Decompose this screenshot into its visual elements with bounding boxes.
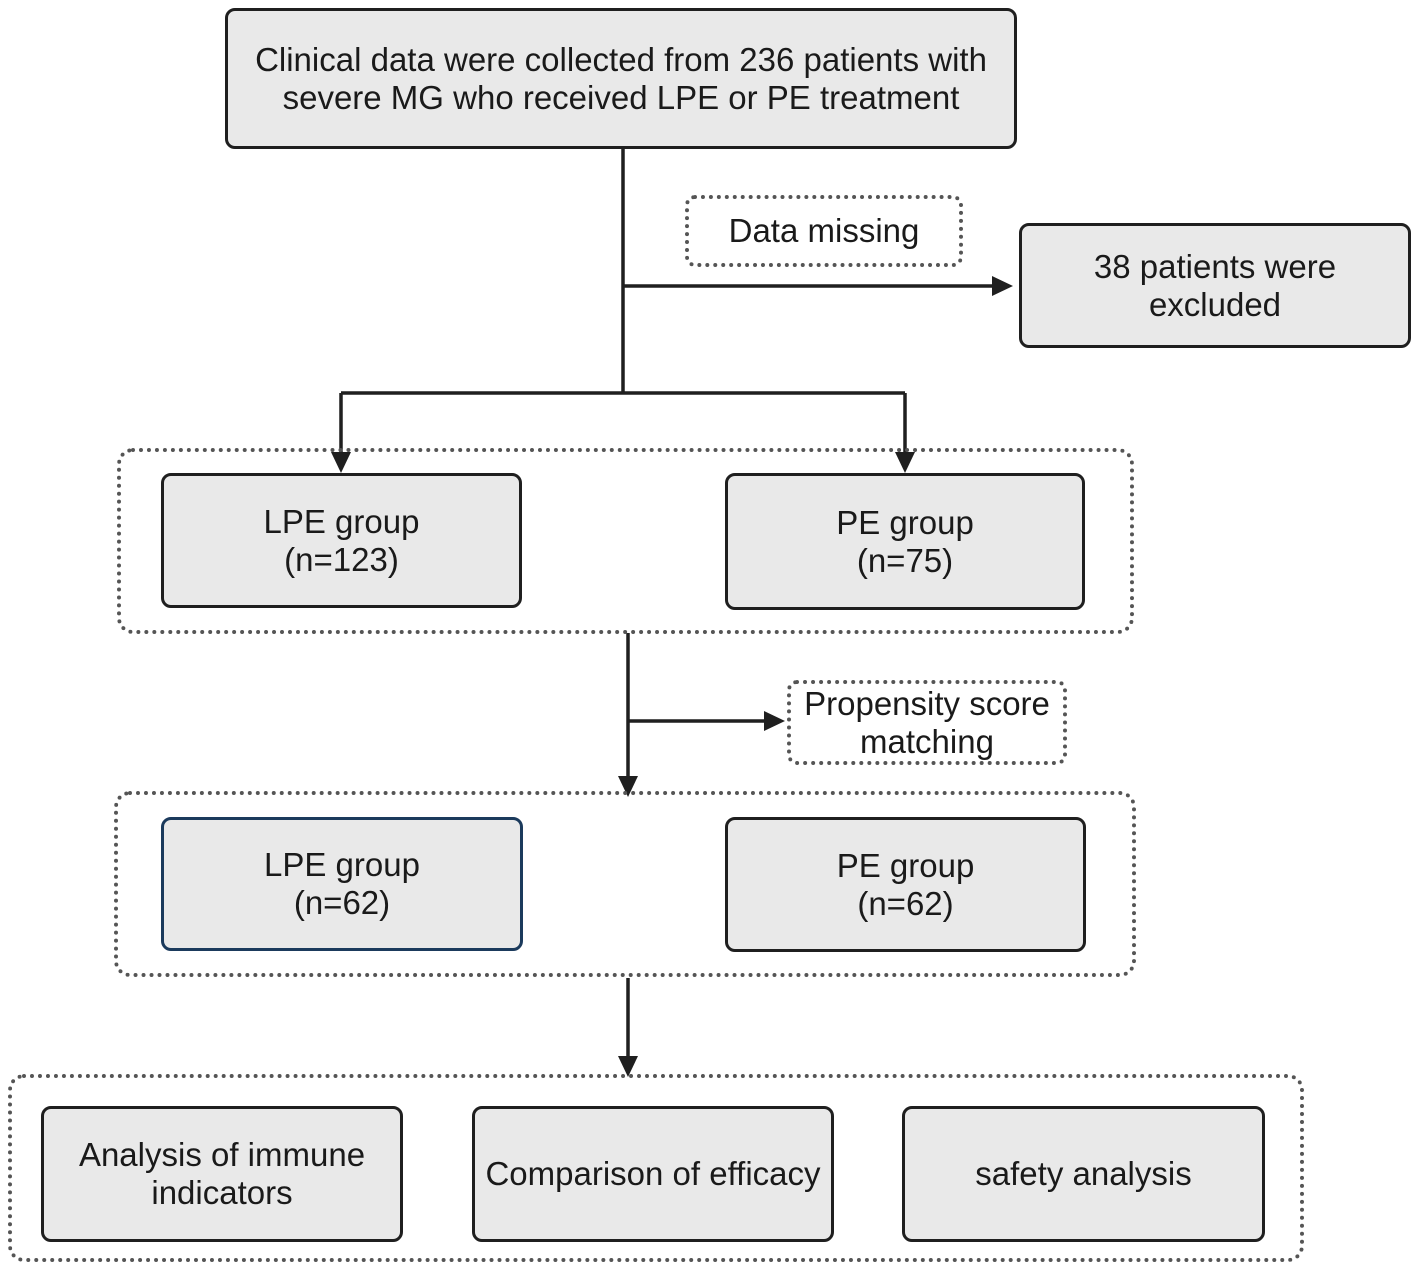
lpe-group-before-box: LPE group (n=123): [161, 473, 522, 608]
pe-group-before-count: (n=75): [856, 541, 954, 579]
start-box: Clinical data were collected from 236 pa…: [225, 8, 1017, 149]
lpe-group-after-count: (n=62): [293, 884, 391, 921]
matching-line-2: matching: [860, 722, 994, 760]
lpe-group-after-label: LPE group: [264, 846, 420, 883]
lpe-123-arrowhead: [331, 452, 351, 473]
exclusion-arrowhead: [992, 276, 1013, 296]
pe-group-before-box: PE group (n=75): [725, 473, 1085, 610]
efficacy-label: Comparison of efficacy: [485, 1155, 821, 1192]
analyses-group: [8, 1074, 1304, 1262]
analyses-arrowhead: [618, 1056, 638, 1077]
pe-75-arrowhead: [895, 452, 915, 473]
exclusion-reason: Data missing: [728, 212, 920, 249]
before-matching-group: [117, 448, 1134, 634]
safety-label: safety analysis: [975, 1155, 1192, 1192]
lpe-group-before-count: (n=123): [284, 540, 399, 578]
matching-line-1: Propensity score: [804, 684, 1050, 722]
excluded-line-2: excluded: [1148, 285, 1282, 323]
start-line-1: Clinical data were collected from 236 pa…: [255, 40, 987, 78]
safety-box: safety analysis: [902, 1106, 1265, 1242]
pe-group-after-count: (n=62): [857, 884, 954, 922]
excluded-line-1: 38 patients were: [1093, 247, 1337, 285]
immune-analysis-line-1: Analysis of immune: [78, 1136, 366, 1173]
immune-analysis-box: Analysis of immune indicators: [41, 1106, 403, 1242]
matching-arrowhead: [764, 711, 785, 731]
efficacy-box: Comparison of efficacy: [472, 1106, 834, 1242]
immune-analysis-line-2: indicators: [151, 1174, 293, 1211]
after-matching-arrowhead: [618, 776, 638, 797]
lpe-group-before-label: LPE group: [263, 502, 420, 540]
pe-group-after-label: PE group: [836, 846, 975, 884]
after-matching-group: [114, 791, 1136, 977]
pe-group-before-label: PE group: [836, 503, 974, 541]
matching-box: Propensity score matching: [787, 680, 1067, 765]
pe-group-after-box: PE group (n=62): [725, 817, 1086, 952]
lpe-group-after-box: LPE group (n=62): [161, 817, 523, 951]
start-line-2: severe MG who received LPE or PE treatme…: [282, 78, 960, 116]
excluded-box: 38 patients were excluded: [1019, 223, 1411, 348]
exclusion-reason-box: Data missing: [685, 195, 963, 267]
